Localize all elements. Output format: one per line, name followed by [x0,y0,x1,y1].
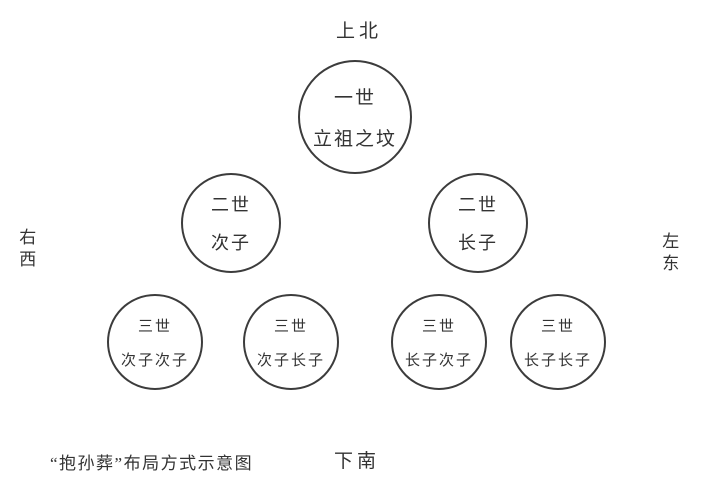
node-role-label: 次子次子 [120,352,189,369]
node-generation-label: 三世 [137,318,172,335]
node-gen3-second-son-second-son: 三世 次子次子 [107,294,203,390]
diagram-caption: “抱孙葬”布局方式示意图 [50,454,254,473]
direction-label-south: 下南 [334,451,381,472]
node-role-label: 次子 [211,233,251,253]
node-generation-label: 二世 [211,195,251,215]
node-gen3-second-son-eldest-son: 三世 次子长子 [243,294,339,390]
node-generation-label: 三世 [421,318,456,335]
node-generation-label: 一世 [333,88,376,109]
node-generation-label: 二世 [458,195,498,215]
node-role-label: 长子次子 [404,352,473,369]
node-gen3-eldest-son-eldest-son: 三世 长子长子 [510,294,606,390]
direction-label-east: 左东 [662,232,680,274]
direction-label-west: 右西 [19,228,37,270]
node-generation-label: 三世 [540,318,575,335]
node-generation-label: 三世 [273,318,308,335]
direction-label-north: 上北 [336,21,383,42]
node-gen2-eldest-son: 二世 长子 [428,173,528,273]
node-gen1-founder: 一世 立祖之坟 [298,60,412,174]
node-role-label: 长子长子 [523,352,592,369]
node-gen2-second-son: 二世 次子 [181,173,281,273]
node-role-label: 次子长子 [256,352,325,369]
node-role-label: 立祖之坟 [312,129,397,150]
node-role-label: 长子 [458,233,498,253]
node-gen3-eldest-son-second-son: 三世 长子次子 [391,294,487,390]
